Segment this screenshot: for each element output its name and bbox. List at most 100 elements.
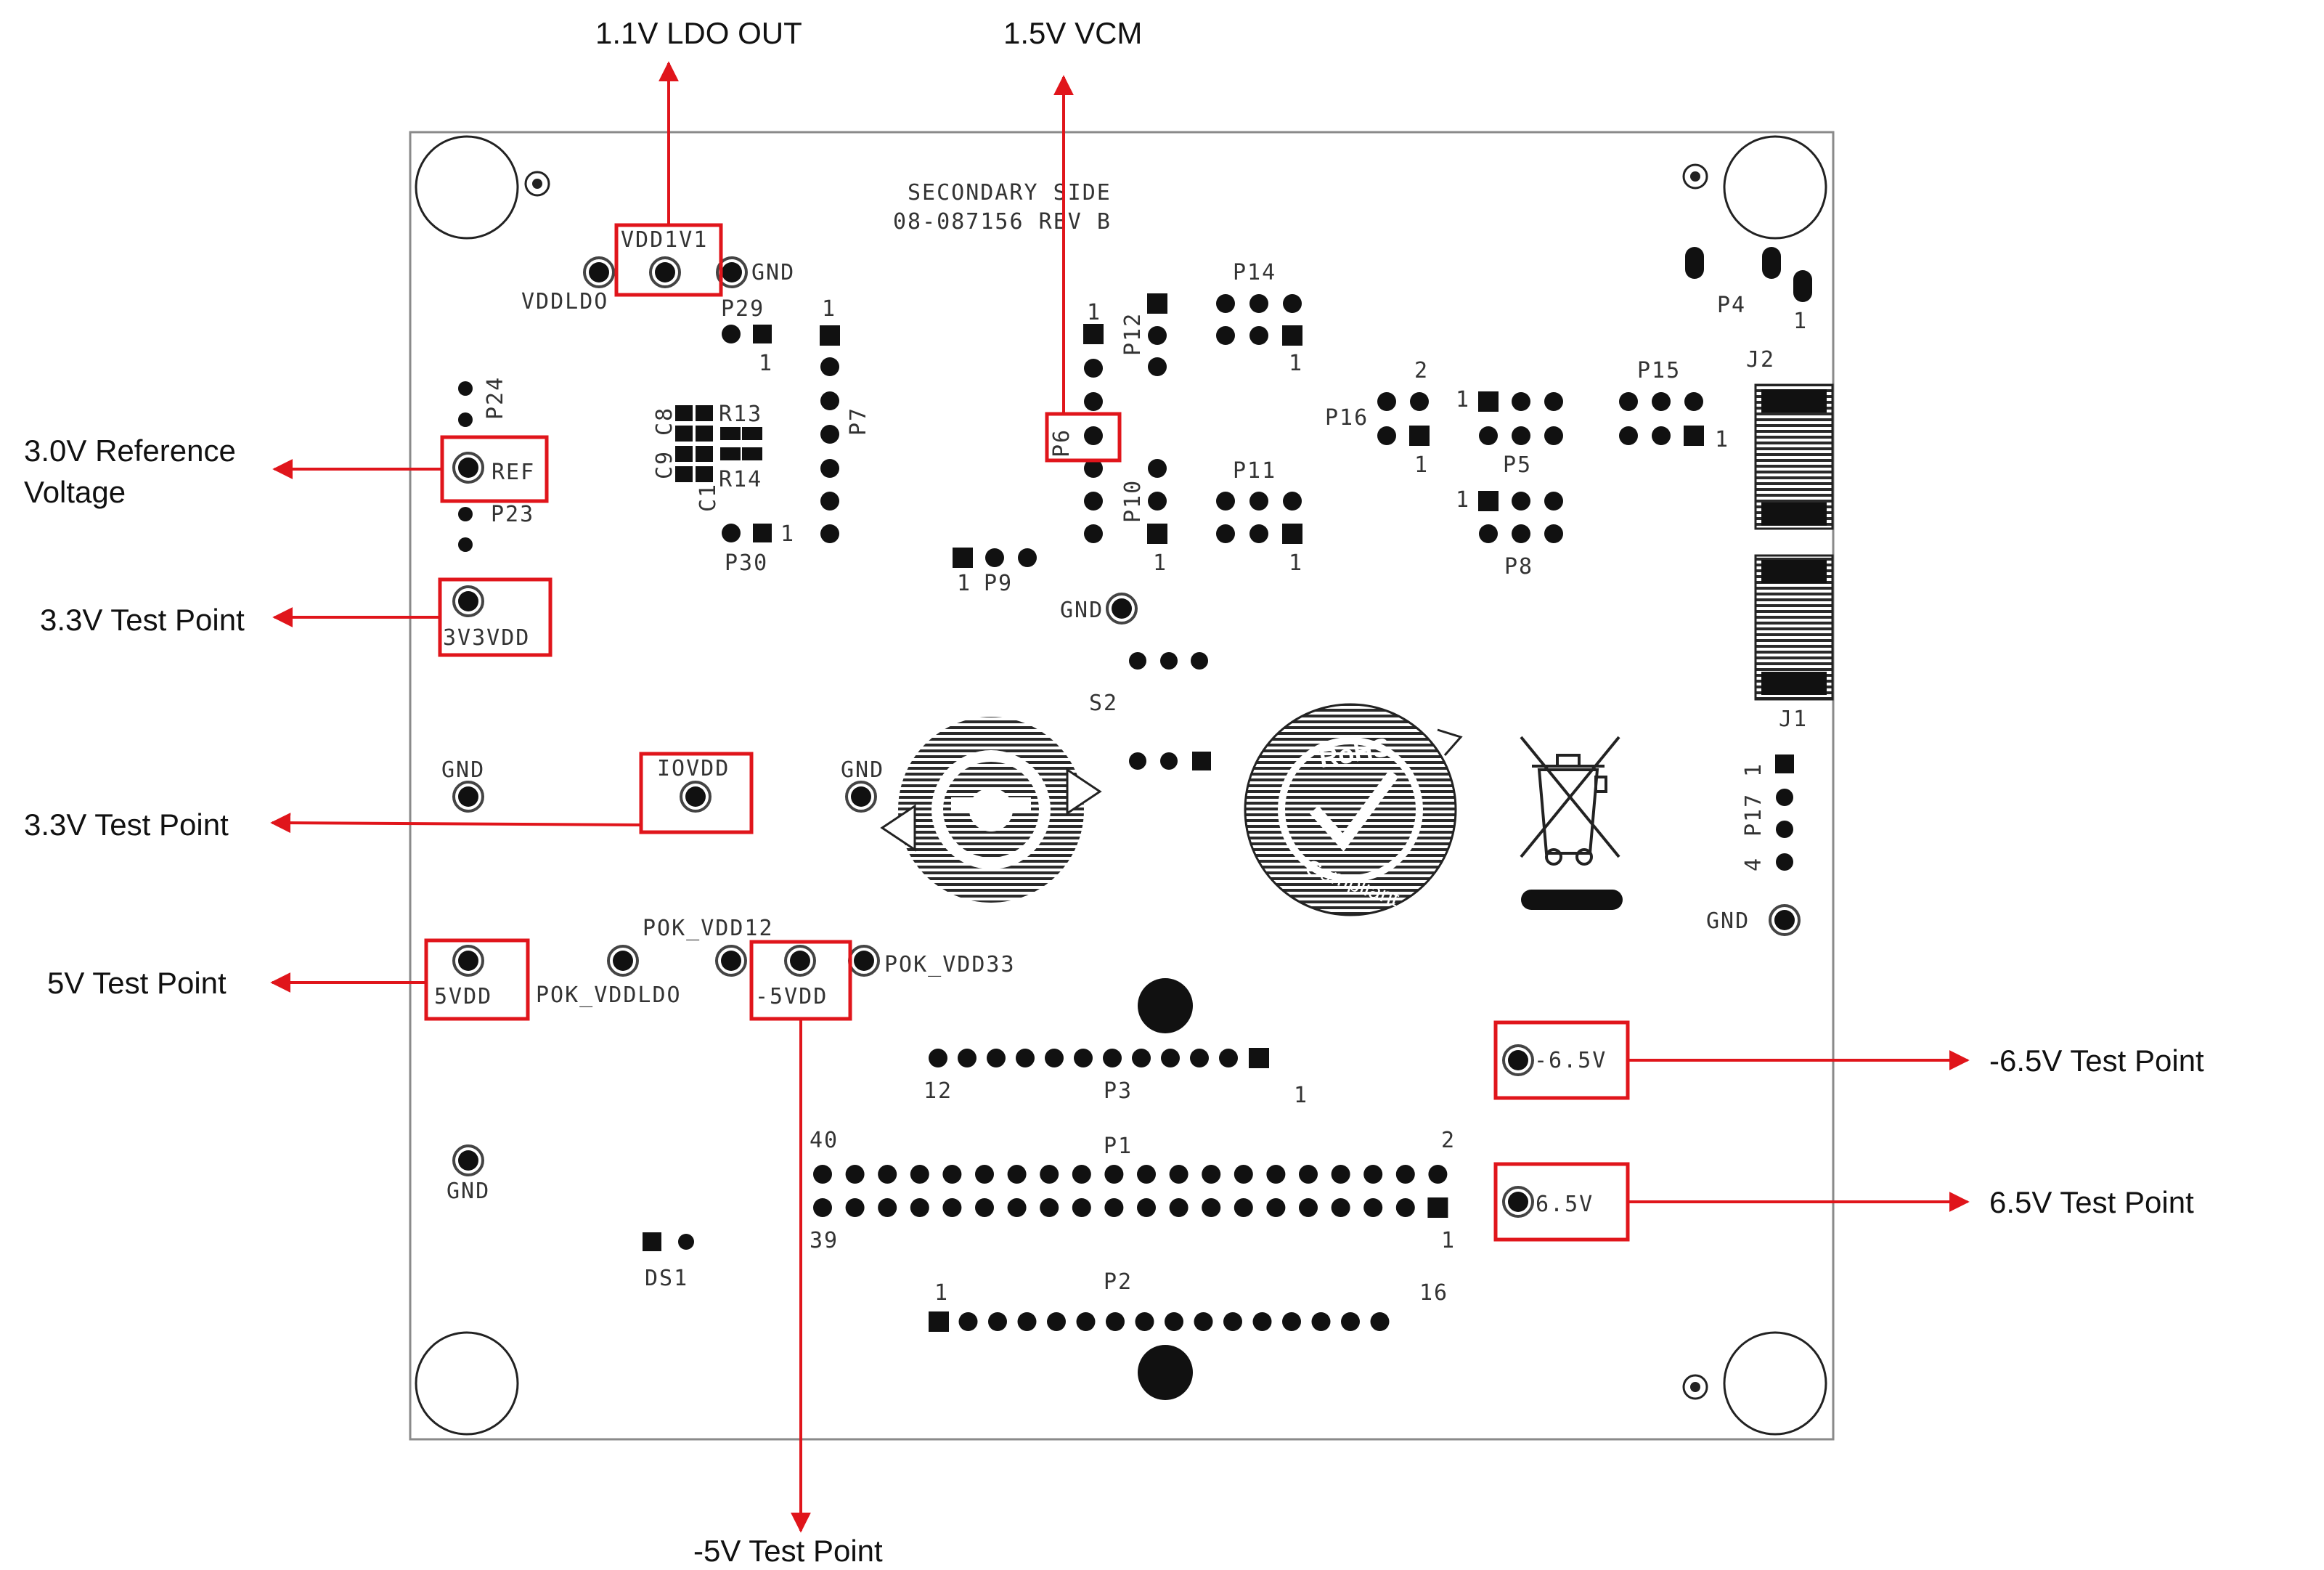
label-p7: P7 bbox=[846, 407, 871, 436]
pad bbox=[813, 1198, 832, 1217]
pad bbox=[458, 412, 473, 427]
pad bbox=[1129, 652, 1146, 670]
pad bbox=[1084, 392, 1103, 411]
pad bbox=[1104, 1198, 1124, 1217]
p9-pin1 bbox=[953, 548, 973, 568]
pad bbox=[1018, 548, 1037, 567]
pad bbox=[458, 381, 473, 396]
label-j1: J1 bbox=[1779, 707, 1808, 732]
mounting-hole bbox=[415, 135, 519, 240]
ds1-pin bbox=[643, 1232, 661, 1251]
pad bbox=[1776, 821, 1793, 838]
p10-pin1 bbox=[1147, 524, 1167, 544]
pad bbox=[1194, 1312, 1213, 1331]
pad bbox=[958, 1049, 977, 1067]
label-pok-vdd33: POK_VDD33 bbox=[884, 952, 1016, 977]
board-title-line2: 08-087156 REV B bbox=[893, 209, 1112, 235]
pad bbox=[1160, 752, 1178, 770]
pad bbox=[1129, 752, 1146, 770]
pad bbox=[1104, 1165, 1124, 1184]
pad bbox=[1106, 1312, 1125, 1331]
pad bbox=[722, 325, 741, 343]
pad bbox=[1544, 392, 1563, 411]
label-vdd1v1: VDD1V1 bbox=[621, 227, 708, 253]
label-p29-pin1: 1 bbox=[759, 351, 773, 376]
p1-pin1 bbox=[1427, 1197, 1448, 1218]
cap-pad bbox=[696, 426, 713, 442]
pad bbox=[1479, 426, 1498, 445]
pad bbox=[1283, 492, 1302, 511]
pad bbox=[1544, 524, 1563, 543]
pad bbox=[820, 357, 839, 376]
tp-gnd-right bbox=[1774, 910, 1795, 930]
label-ds1: DS1 bbox=[645, 1266, 688, 1291]
pad bbox=[1619, 392, 1638, 411]
pad bbox=[1084, 524, 1103, 543]
pad bbox=[1283, 294, 1302, 313]
label-p15: P15 bbox=[1637, 358, 1681, 383]
label-p2: P2 bbox=[1104, 1269, 1133, 1295]
pad bbox=[1040, 1198, 1059, 1217]
p12-pin1 bbox=[1147, 293, 1167, 314]
pad bbox=[1619, 426, 1638, 445]
pad bbox=[1148, 326, 1167, 345]
cap-pad bbox=[675, 405, 693, 421]
pad bbox=[1377, 392, 1396, 411]
pad bbox=[1072, 1198, 1091, 1217]
pad bbox=[820, 524, 839, 543]
pad bbox=[878, 1165, 897, 1184]
tp-gnd-top bbox=[722, 262, 742, 282]
pad bbox=[1191, 652, 1208, 670]
keying-hole bbox=[1138, 1345, 1193, 1400]
tp-gnd-p9 bbox=[1112, 598, 1132, 619]
pad bbox=[1148, 357, 1167, 376]
passive-footprints bbox=[675, 405, 762, 482]
tp-pok-vdd12 bbox=[721, 951, 741, 971]
pad bbox=[722, 524, 741, 542]
label-p16-pin2: 2 bbox=[1414, 358, 1429, 383]
pad bbox=[1084, 359, 1103, 378]
fiducials bbox=[524, 163, 1708, 1400]
pad bbox=[1202, 1165, 1221, 1184]
cap-pad bbox=[696, 446, 713, 462]
res-pad bbox=[742, 447, 762, 460]
label-c1: C1 bbox=[696, 483, 721, 512]
annotation-6v5: 6.5V Test Point bbox=[1989, 1185, 2194, 1219]
label-p5-pin1: 1 bbox=[1456, 387, 1470, 412]
p11-pin1 bbox=[1282, 524, 1302, 544]
pad bbox=[1169, 1165, 1188, 1184]
label-p1-pin39: 39 bbox=[810, 1228, 839, 1253]
pad bbox=[1363, 1165, 1383, 1184]
mounting-hole bbox=[1723, 1331, 1827, 1436]
label-p24: P24 bbox=[483, 376, 508, 420]
pad bbox=[1017, 1312, 1037, 1331]
tp-5vdd bbox=[458, 951, 478, 971]
mounting-hole bbox=[1723, 135, 1827, 240]
label-p11-pin1: 1 bbox=[1289, 550, 1303, 576]
label-gnd-right: GND bbox=[1706, 908, 1750, 934]
pad bbox=[1370, 1312, 1390, 1331]
label-p5: P5 bbox=[1503, 452, 1532, 478]
pad bbox=[820, 492, 839, 511]
pad bbox=[1252, 1312, 1272, 1331]
pad bbox=[929, 1049, 947, 1067]
connector-j2 bbox=[1754, 383, 1834, 530]
label-r13: R13 bbox=[719, 402, 762, 427]
tp-gnd-logo bbox=[851, 786, 871, 807]
pad bbox=[1299, 1165, 1318, 1184]
cap-pad bbox=[696, 466, 713, 482]
pad bbox=[1249, 294, 1268, 313]
label-pok-vdd12: POK_VDD12 bbox=[643, 916, 774, 941]
cap-pad bbox=[675, 466, 693, 482]
pad bbox=[975, 1165, 994, 1184]
pad bbox=[1137, 1165, 1156, 1184]
label-r14: R14 bbox=[719, 467, 762, 492]
label-ref: REF bbox=[492, 460, 535, 485]
p15-pin1 bbox=[1684, 426, 1704, 446]
pad bbox=[1190, 1049, 1209, 1067]
pad bbox=[1512, 426, 1530, 445]
mounting-hole bbox=[415, 1331, 519, 1436]
pad bbox=[1007, 1198, 1027, 1217]
label-p3-pin1: 1 bbox=[1294, 1083, 1308, 1108]
